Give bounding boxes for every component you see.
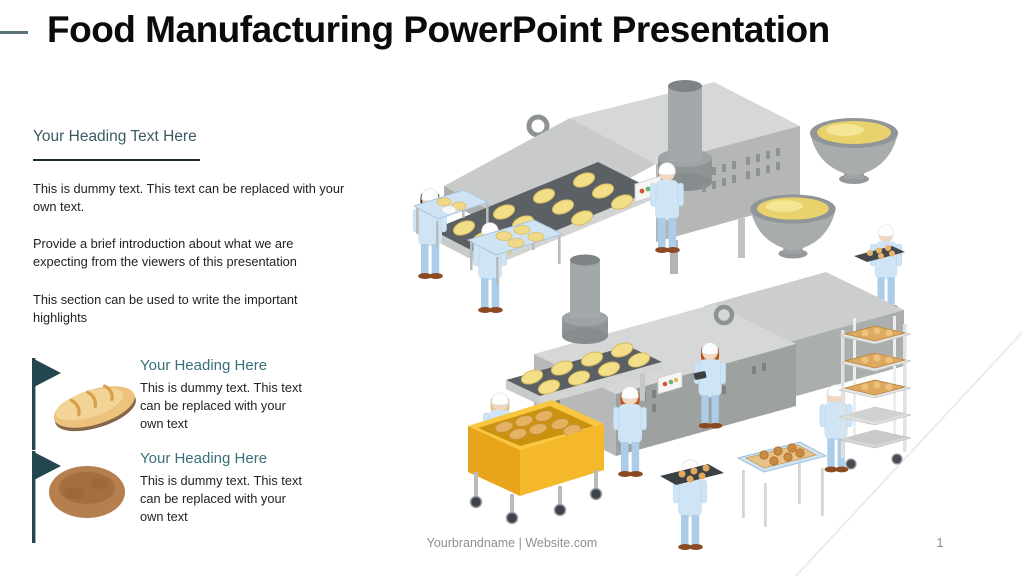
oven-handle-ring-icon (713, 304, 735, 326)
worker-figure (854, 224, 905, 312)
list-item-heading: Your Heading Here (140, 357, 268, 374)
bread-in-cart (494, 410, 582, 440)
flag-icon (32, 358, 61, 450)
oven-vents (702, 148, 780, 192)
intro-paragraph: Provide a brief introduction about what … (33, 236, 297, 270)
list-item: Your Heading Here This is dummy text. Th… (30, 445, 340, 543)
worker-figure (693, 342, 727, 430)
list-item-text: Your Heading Here This is dummy text. Th… (140, 357, 318, 433)
page-number: 1 (936, 536, 944, 550)
prep-table (412, 189, 490, 247)
feature-list: Your Heading Here This is dummy text. Th… (30, 352, 340, 543)
list-item: Your Heading Here This is dummy text. Th… (30, 352, 340, 450)
list-item-body: This is dummy text. This text can be rep… (140, 473, 302, 525)
list-item-text: Your Heading Here This is dummy text. Th… (140, 450, 318, 526)
list-item-body: This is dummy text. This text can be rep… (140, 380, 302, 432)
bread-cart (468, 400, 604, 525)
title-accent-dash (0, 31, 28, 34)
intro-paragraph: This section can be used to write the im… (33, 291, 298, 325)
dough-bowl (750, 194, 836, 259)
oven-chimney-icon (562, 254, 608, 344)
intro-underline (33, 159, 200, 161)
bread-rack-trolley (838, 316, 912, 470)
watermark-diagonal-line (794, 331, 1022, 576)
footer-brand-text: Yourbrandname | Website.com (426, 536, 598, 550)
list-item-heading: Your Heading Here (140, 450, 268, 467)
dough-bowl (810, 118, 898, 184)
worker-figure (819, 384, 853, 473)
worker-figure (660, 459, 724, 551)
round-bread-icon (49, 466, 125, 518)
prep-table (736, 441, 828, 527)
prep-table (466, 219, 564, 285)
intro-heading: Your Heading Text Here (33, 128, 197, 145)
intro-section: Your Heading Text Here This is dummy tex… (33, 128, 363, 327)
oven-control-panel (657, 370, 683, 395)
oven-handle-ring-icon (526, 114, 550, 138)
bread-loaf-icon (53, 384, 136, 432)
intro-paragraph: This is dummy text. This text can be rep… (33, 181, 345, 215)
food-manufacturing-illustration (412, 80, 1022, 576)
flag-icon (32, 451, 61, 543)
slide-title: Food Manufacturing PowerPoint Presentati… (47, 9, 830, 50)
tablet-icon (693, 371, 707, 380)
